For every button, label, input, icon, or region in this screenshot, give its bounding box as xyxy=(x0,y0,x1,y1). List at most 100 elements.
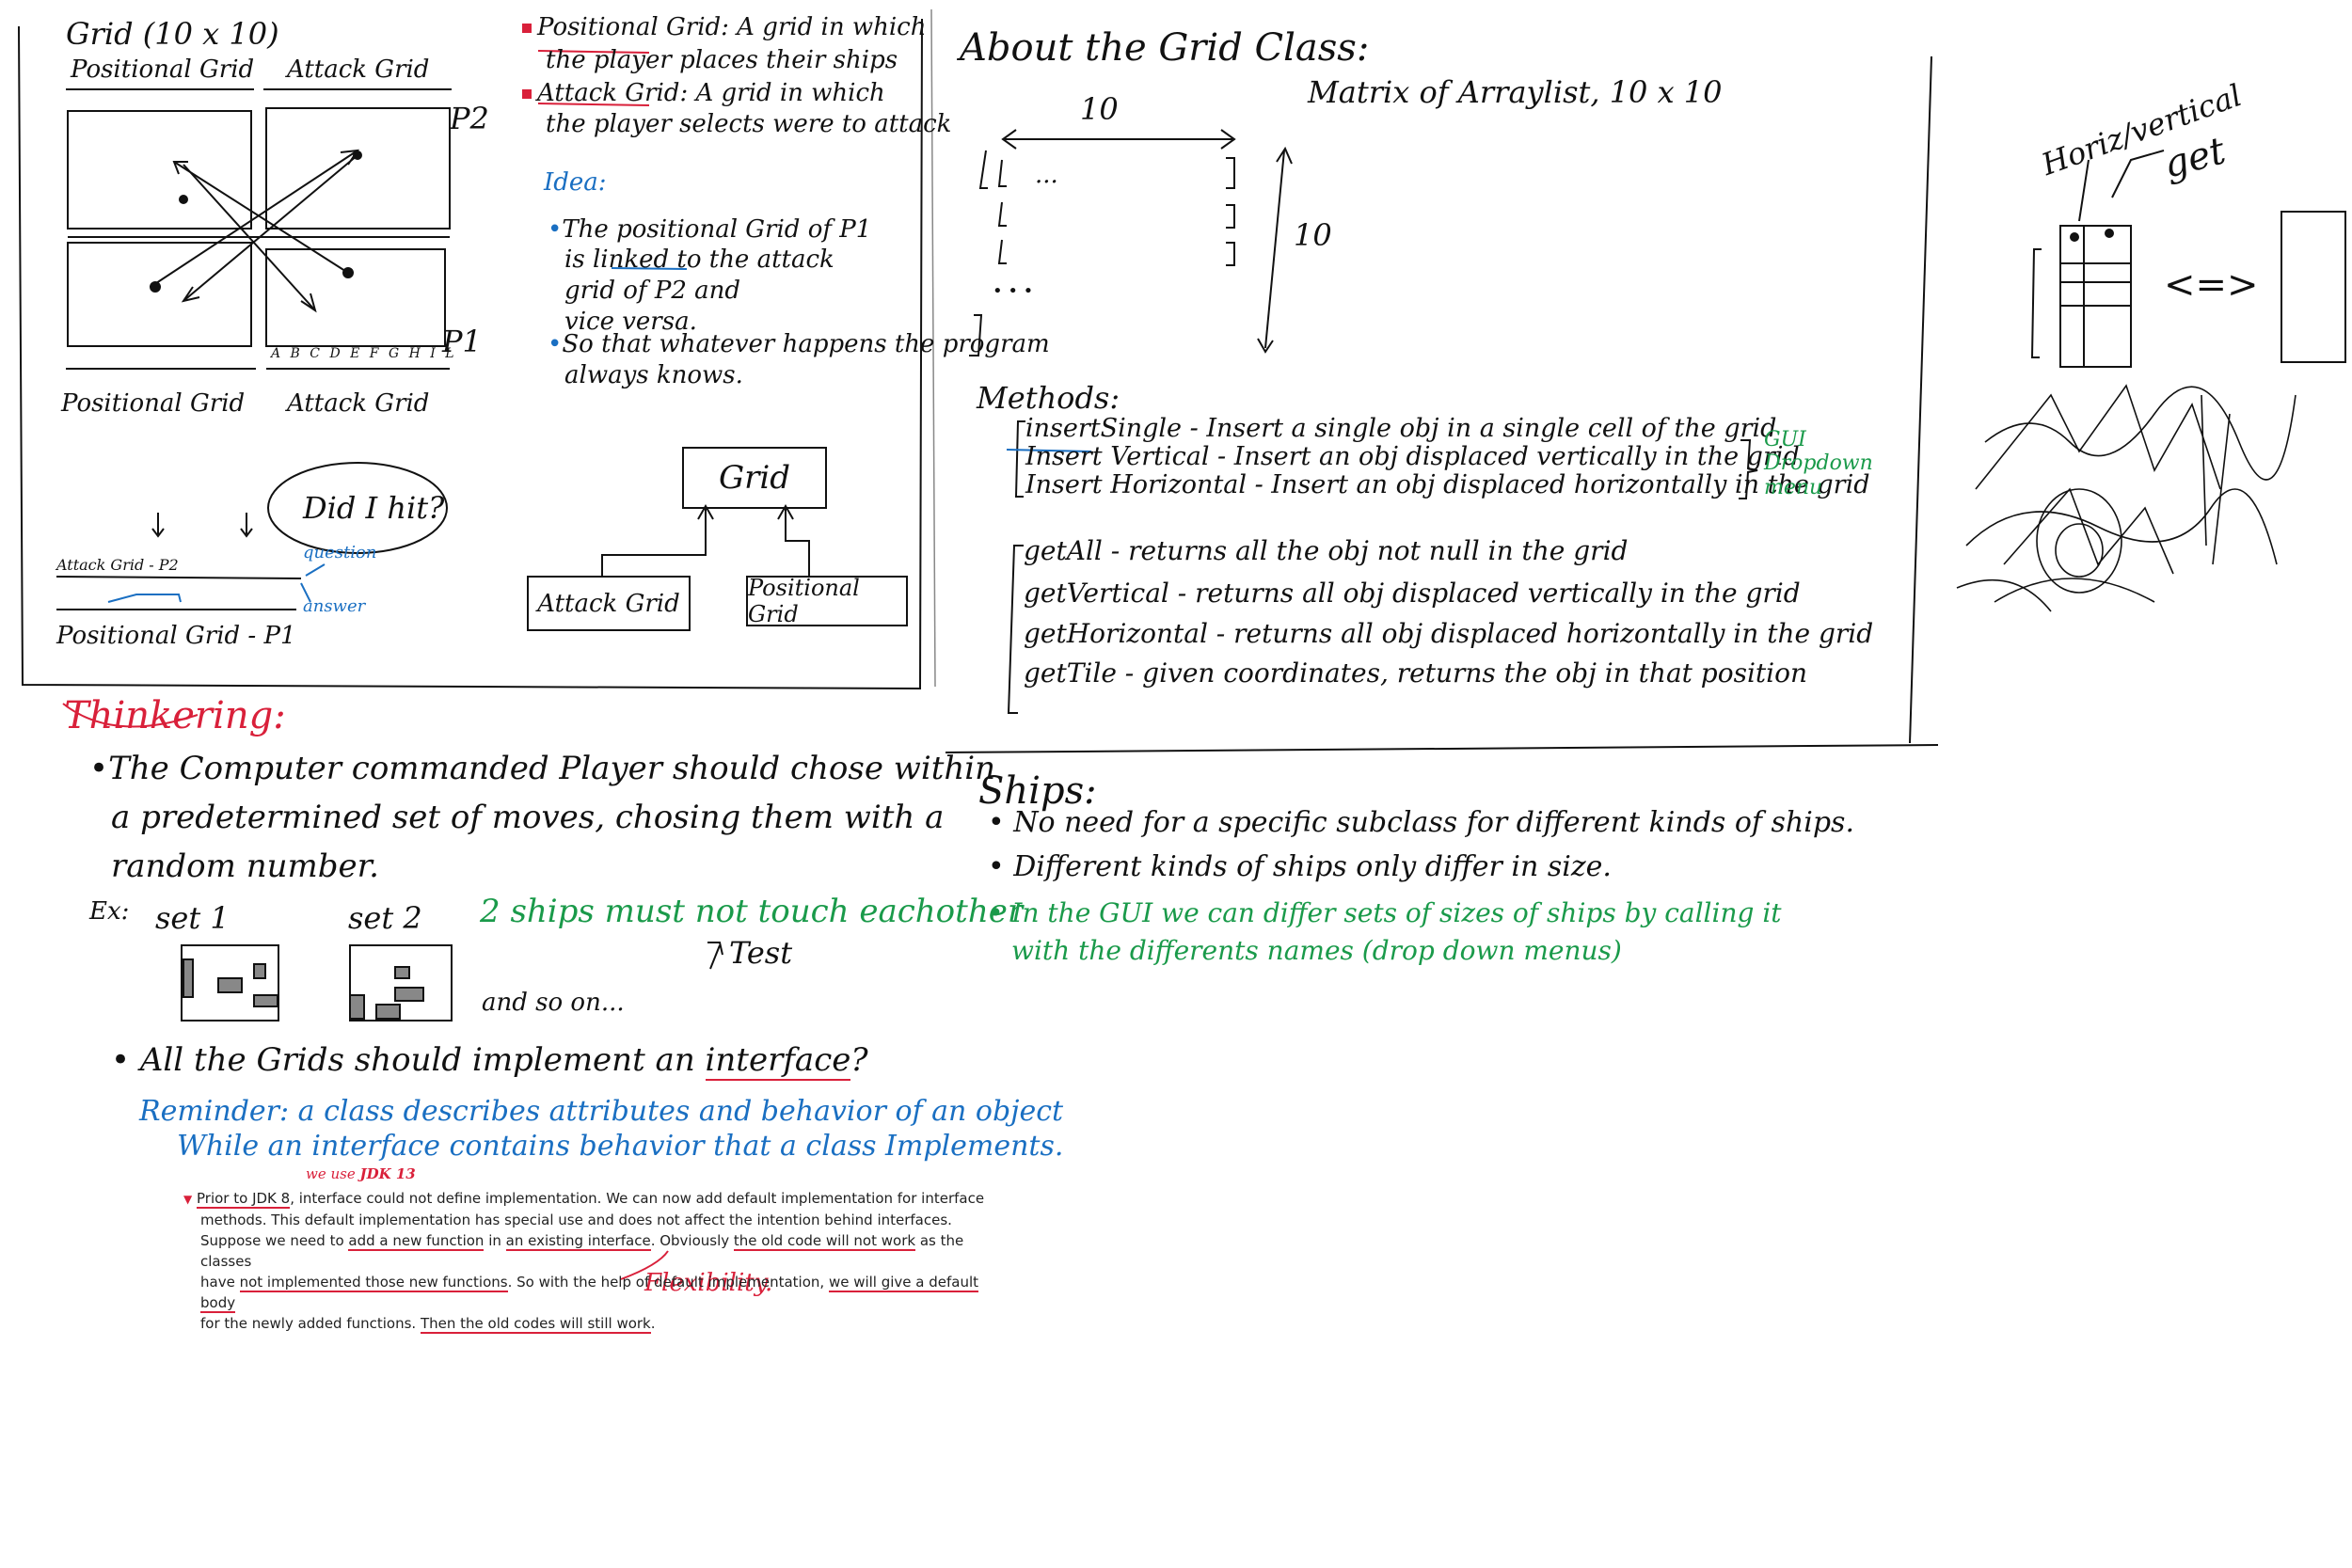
gui-dropdown-note: GUI Dropdown menu xyxy=(1764,428,1873,499)
method-get-vertical: getVertical - returns all obj displaced … xyxy=(1024,578,1801,609)
thinkering-bullet1-line1-text: The Computer commanded Player should cho… xyxy=(108,750,996,787)
scribble-drawing xyxy=(1956,384,2296,612)
definition-attack: Attack Grid: A grid in which xyxy=(522,79,885,108)
method-insert-horizontal: Insert Horizontal - Insert an obj displa… xyxy=(1025,470,1870,499)
uml-attack-grid-label: Attack Grid xyxy=(537,589,680,618)
we-use-jdk: JDK 13 xyxy=(359,1165,416,1182)
printed-line-1-rest: , interface could not define implementat… xyxy=(290,1190,985,1207)
definition-attack-rest: : A grid in which xyxy=(679,79,885,107)
reminder-line2: While an interface contains behavior tha… xyxy=(177,1130,1064,1163)
ten-top-label: 10 xyxy=(1080,91,1119,127)
method-insert-vertical: Insert Vertical - Insert an obj displace… xyxy=(1025,442,1800,471)
ships-green-line2: with the differents names (drop down men… xyxy=(1011,935,1622,966)
answer-label: answer xyxy=(303,596,366,616)
idea1-line2: is linked to the attack xyxy=(564,245,834,275)
blue-bullet: • xyxy=(548,215,563,244)
definition-positional-line2: the player places their ships xyxy=(546,46,898,74)
test-label: Test xyxy=(729,935,793,971)
printed-l3-a: Suppose we need to xyxy=(200,1232,349,1249)
red-bullet-mark: ▼ xyxy=(183,1193,193,1206)
p1-label: P1 xyxy=(442,324,482,359)
printed-l5-c: . xyxy=(650,1315,656,1332)
printed-l4-d: we will give a default body xyxy=(200,1274,979,1313)
flexibility-note: Flexibility. xyxy=(644,1269,773,1297)
method-insert-single: insertSingle - Insert a single obj in a … xyxy=(1025,414,1777,443)
ten-side-label: 10 xyxy=(1294,217,1332,253)
we-use-pre: we use xyxy=(306,1165,360,1182)
method-get-all: getAll - returns all the obj not null in… xyxy=(1024,535,1629,566)
uml-positional-grid-label: Positional Grid xyxy=(748,575,860,627)
thinkering-bullet2-post: ? xyxy=(850,1041,868,1079)
idea1-pre: is xyxy=(564,245,593,274)
ships-bullet-2: • Different kinds of ships only differ i… xyxy=(988,850,1612,883)
question-bubble-text: Did I hit? xyxy=(303,490,445,526)
ships-green-line1: • In the GUI we can differ sets of sizes… xyxy=(988,897,1782,928)
thinkering-title: Thinkering: xyxy=(64,694,286,737)
uml-attack-grid-box: Attack Grid xyxy=(527,576,691,631)
definition-positional: Positional Grid: A grid in which xyxy=(522,13,927,42)
idea1-post: to the attack xyxy=(669,245,834,274)
matrix-dots-row: ... xyxy=(1035,161,1058,189)
about-title: About the Grid Class: xyxy=(960,26,1370,70)
printed-line-3: Suppose we need to add a new function in… xyxy=(183,1230,993,1272)
sketch-arrow: <=> xyxy=(2164,263,2259,307)
printed-line-5: for the newly added functions. Then the … xyxy=(183,1313,993,1334)
grid-title: Grid (10 x 10) xyxy=(66,16,279,52)
method-get-tile: getTile - given coordinates, returns the… xyxy=(1024,657,1808,689)
we-use-note: we use JDK 13 xyxy=(306,1165,416,1182)
printed-l3-f: the old code will not work xyxy=(733,1232,916,1251)
attack-grid-p2-label: Attack Grid - P2 xyxy=(56,556,179,574)
printed-l3-c: in xyxy=(484,1232,506,1249)
printed-line-2: methods. This default implementation has… xyxy=(200,1212,952,1228)
idea1-line3: grid of P2 and xyxy=(564,277,741,305)
thinkering-bullet1-line2: a predetermined set of moves, chosing th… xyxy=(111,799,945,836)
printed-prior-jdk8: Prior to JDK 8 xyxy=(197,1190,291,1209)
ships-bullet-1-text: No need for a specific subclass for diff… xyxy=(1013,806,1854,839)
printed-l4-c: . So with the help of default implementa… xyxy=(507,1274,829,1291)
set2-label: set 2 xyxy=(348,900,422,936)
ships-rule-text: 2 ships must not touch eachother xyxy=(480,893,1024,930)
idea1-linked: linked xyxy=(592,245,670,274)
definition-attack-term: Attack Grid xyxy=(537,79,680,107)
thinkering-bullet1-line3: random number. xyxy=(111,847,379,885)
matrix-description: Matrix of Arraylist, 10 x 10 xyxy=(1308,74,1723,110)
printed-l3-g: as the classes xyxy=(200,1232,964,1270)
red-bullet xyxy=(522,24,532,33)
and-so-on-text: and so on... xyxy=(482,989,625,1017)
printed-l5-b: Then the old codes will still work xyxy=(420,1315,651,1334)
idea1-line1-text: The positional Grid of P1 xyxy=(562,215,872,244)
idea-title: Idea: xyxy=(544,168,607,197)
definition-positional-rest: : A grid in which xyxy=(721,13,927,41)
thinkering-bullet2-interface: interface xyxy=(705,1041,851,1081)
printed-line-1: ▼ Prior to JDK 8, interface could not de… xyxy=(183,1188,993,1210)
idea1-line1: •The positional Grid of P1 xyxy=(548,215,872,245)
grid-diagram xyxy=(66,88,452,370)
positional-grid-bottom-label: Positional Grid xyxy=(61,389,246,418)
uml-grid-label: Grid xyxy=(718,459,791,497)
printed-line-4: have not implemented those new functions… xyxy=(183,1272,993,1313)
p2-label: P2 xyxy=(450,101,489,136)
ships-green-line1-text: In the GUI we can differ sets of sizes o… xyxy=(1011,897,1782,928)
positional-grid-top-label: Positional Grid xyxy=(71,55,255,84)
printed-l3-e: . Obviously xyxy=(650,1232,734,1249)
printed-l4-b: not implemented those new functions xyxy=(239,1274,508,1292)
matrix-dots-col: • • • xyxy=(993,281,1034,301)
printed-l3-b: add a new function xyxy=(348,1232,485,1251)
example-label: Ex: xyxy=(89,897,130,926)
uml-grid-box: Grid xyxy=(682,447,827,509)
question-label: question xyxy=(303,543,377,562)
ships-bullet-1: • No need for a specific subclass for di… xyxy=(988,806,1854,839)
set1-label: set 1 xyxy=(155,900,230,936)
printed-paragraph: ▼ Prior to JDK 8, interface could not de… xyxy=(183,1188,993,1334)
definition-attack-line2: the player selects were to attack xyxy=(546,110,952,138)
column-letters: A B C D E F G H I L xyxy=(271,346,457,361)
thinkering-bullet2: • All the Grids should implement an inte… xyxy=(111,1041,868,1081)
reminder-line1: Reminder: a class describes attributes a… xyxy=(139,1095,1064,1128)
methods-title: Methods: xyxy=(977,380,1120,416)
idea2-line2: always knows. xyxy=(564,361,743,389)
thinkering-bullet2-pre: All the Grids should implement an xyxy=(139,1041,706,1079)
red-bullet xyxy=(522,89,532,99)
definition-positional-term: Positional Grid xyxy=(537,13,722,41)
idea1-line4: vice versa. xyxy=(564,308,697,336)
